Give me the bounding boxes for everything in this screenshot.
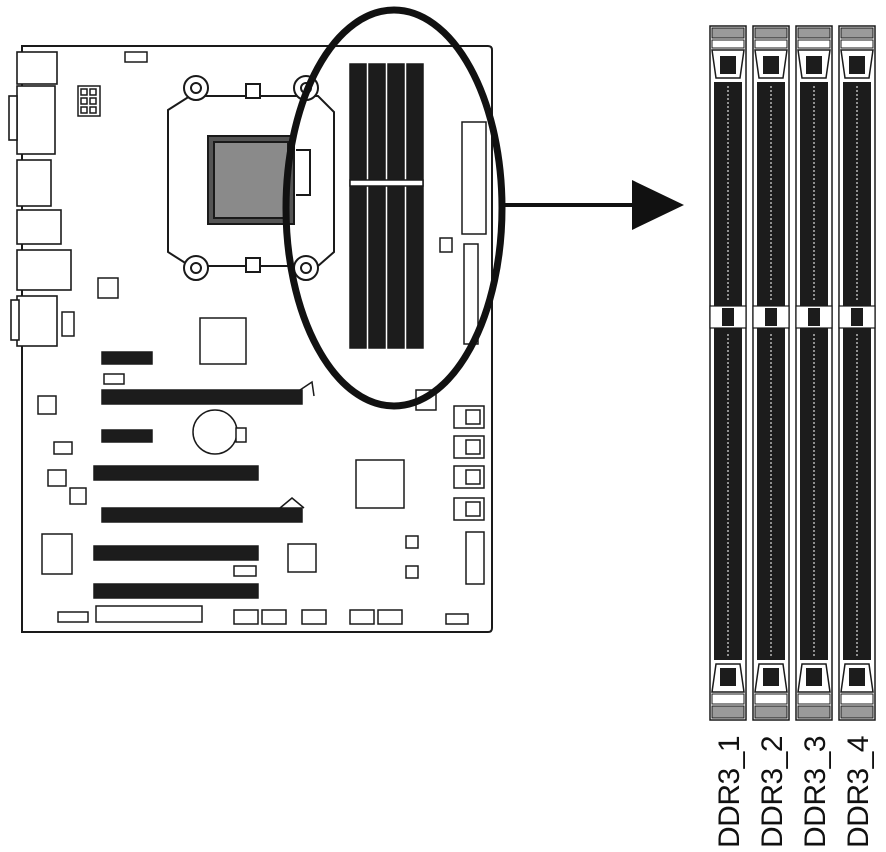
enlarged-dimm-slots [709,25,876,721]
board-dimm-slots [349,63,424,349]
slot-label-3: DDR3_3 [799,735,832,848]
slot-label-1: DDR3_1 [713,735,746,848]
expansion-slots [93,351,315,599]
pointer-arrow [502,180,684,230]
slot-label-2: DDR3_2 [756,735,789,848]
highlight-ellipse [282,6,506,410]
rear-io-panel [8,51,72,347]
dimm-slot-2 [752,25,790,721]
dimm-slot-4 [838,25,876,721]
board-chips [37,277,437,579]
cpu-socket [167,75,335,281]
top-headers [77,51,148,117]
slot-label-4: DDR3_4 [842,735,875,848]
sata-ports [453,405,485,585]
dimm-slot-1 [709,25,747,721]
dimm-slot-3 [795,25,833,721]
atx-power-connector [439,121,487,345]
bottom-headers [57,605,469,625]
